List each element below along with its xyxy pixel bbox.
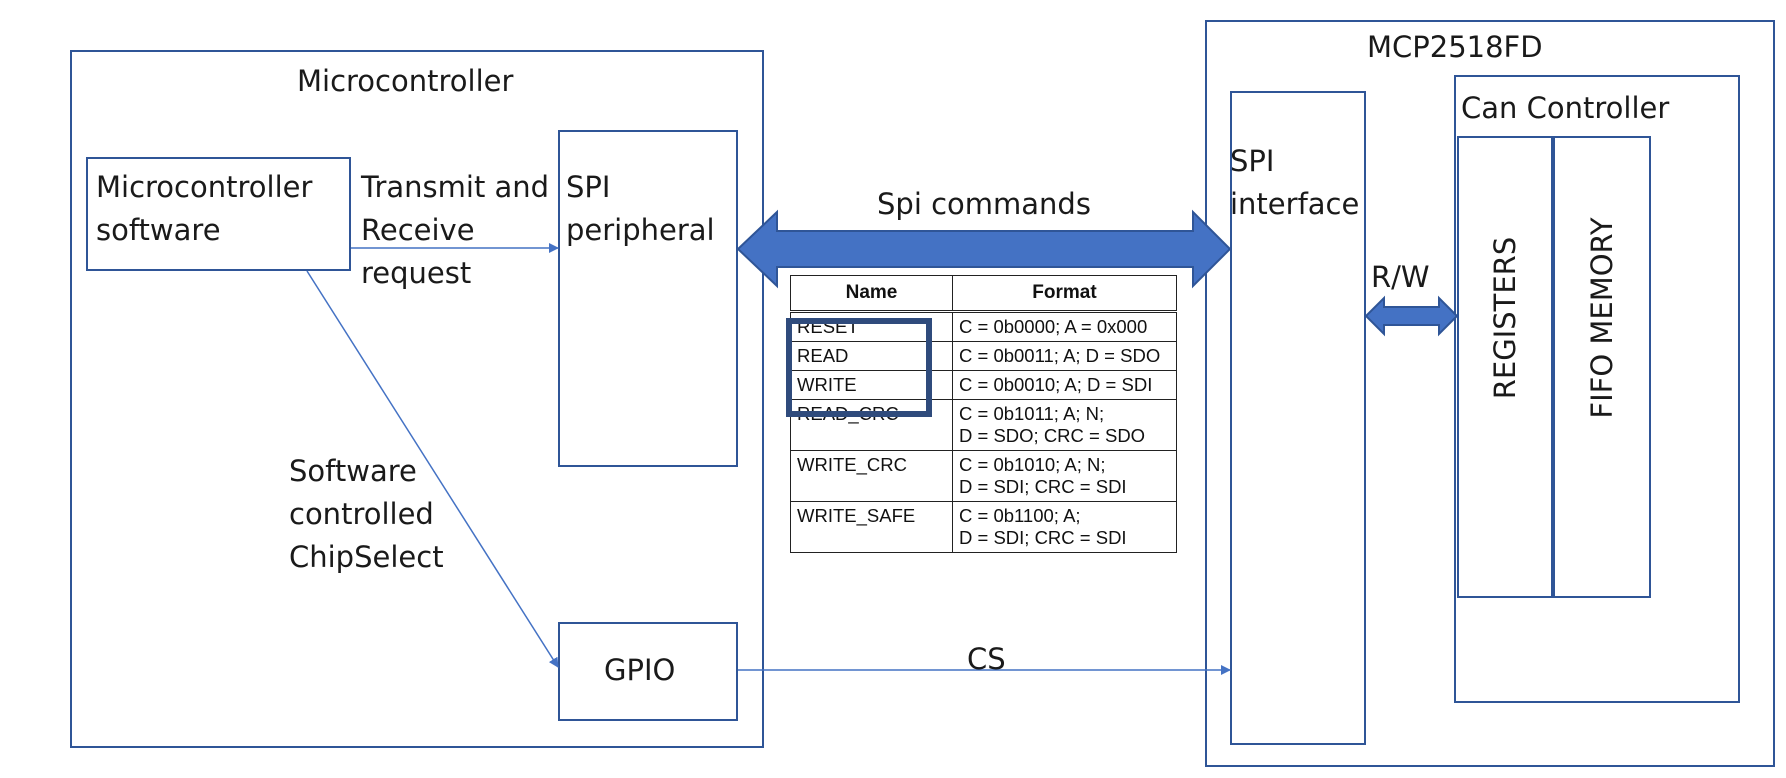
command-format: C = 0b0000; A = 0x000 xyxy=(952,311,1177,342)
command-name: WRITE_CRC xyxy=(790,450,953,502)
transmit-receive-label: Transmit and Receive request xyxy=(361,170,550,290)
command-name: WRITE xyxy=(790,370,953,400)
basic-commands-highlight xyxy=(786,318,932,417)
spi-commands-label: Spi commands xyxy=(877,187,1091,221)
table-header-format: Format xyxy=(952,275,1177,313)
rw-label: R/W xyxy=(1371,260,1430,294)
table-row: READ C = 0b0011; A; D = SDO xyxy=(790,341,1177,371)
can-controller-label: Can Controller xyxy=(1461,91,1670,125)
rw-double-arrow xyxy=(1364,295,1459,337)
spi-interface-label: SPI interface xyxy=(1230,144,1360,221)
cs-label: CS xyxy=(967,642,1006,676)
table-row: WRITE_SAFE C = 0b1100; A; D = SDI; CRC =… xyxy=(790,501,1177,553)
table-header-name: Name xyxy=(790,275,953,313)
spi-command-table: Name Format RESET C = 0b0000; A = 0x000 … xyxy=(790,275,1177,553)
command-name: READ xyxy=(790,341,953,371)
mcp2518fd-block xyxy=(1205,20,1775,767)
gpio-label: GPIO xyxy=(604,653,676,687)
spi-peripheral-label: SPI peripheral xyxy=(566,170,715,247)
spi-peripheral-box xyxy=(558,130,738,467)
table-row: WRITE_CRC C = 0b1010; A; N; D = SDI; CRC… xyxy=(790,450,1177,502)
command-name: WRITE_SAFE xyxy=(790,501,953,553)
command-format: C = 0b0011; A; D = SDO xyxy=(952,341,1177,371)
microcontroller-block xyxy=(70,50,764,748)
gpio-box xyxy=(558,622,738,721)
fifo-memory-box xyxy=(1553,136,1651,598)
table-header-row: Name Format xyxy=(790,275,1177,313)
command-format: C = 0b1011; A; N; D = SDO; CRC = SDO xyxy=(952,399,1177,451)
mcp2518fd-title: MCP2518FD xyxy=(1367,30,1543,64)
can-controller-box xyxy=(1454,75,1740,703)
chip-select-arrow xyxy=(306,270,559,668)
spi-interface-box xyxy=(1230,91,1366,745)
command-format: C = 0b1010; A; N; D = SDI; CRC = SDI xyxy=(952,450,1177,502)
table-row: WRITE C = 0b0010; A; D = SDI xyxy=(790,370,1177,400)
chip-select-label: Software controlled ChipSelect xyxy=(289,454,444,574)
microcontroller-software-label: Microcontroller software xyxy=(96,170,313,247)
command-format: C = 0b0010; A; D = SDI xyxy=(952,370,1177,400)
command-format: C = 0b1100; A; D = SDI; CRC = SDI xyxy=(952,501,1177,553)
microcontroller-software-box xyxy=(86,157,351,271)
spi-commands-double-arrow xyxy=(736,209,1232,289)
microcontroller-title: Microcontroller xyxy=(297,64,514,98)
registers-box xyxy=(1457,136,1553,598)
